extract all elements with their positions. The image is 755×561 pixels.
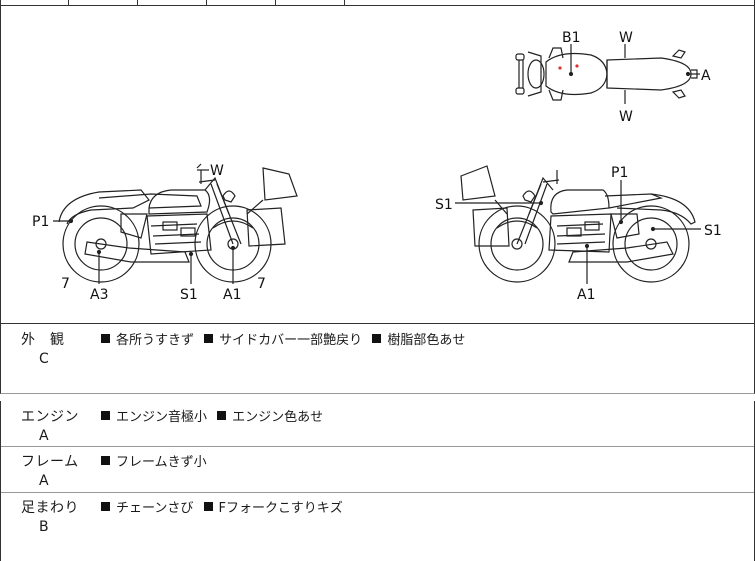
bullet-icon [372,334,382,343]
row-category: 外 観 [21,332,65,348]
row-grade: B [39,519,49,535]
label-s1-right-view: S1 [435,197,453,213]
row-category: フレーム [21,454,79,470]
bullet-icon [203,502,213,511]
row-notes: フレームきず小 [101,451,207,470]
label-w-bottom: W [619,109,633,125]
right-view-leaders [455,180,701,284]
row-notes: チェーンさび Fフォークこすりキズ [101,497,343,516]
label-a3: A3 [90,287,108,303]
label-b1: B1 [562,30,581,46]
note-item: フレームきず小 [116,455,207,470]
inspection-rows: 外 観 C 各所うすきず サイドカバー一部艶戻り 樹脂部色あせ エンジン A エ… [0,324,755,561]
label-a: A [701,68,711,84]
note-item: サイドカバー一部艶戻り [219,333,363,348]
row-notes: 各所うすきず サイドカバー一部艶戻り 樹脂部色あせ [101,329,465,348]
row-category: エンジン [21,409,79,425]
row-engine: エンジン A エンジン音極小 エンジン色あせ [0,401,755,447]
note-item: 各所うすきず [116,333,195,348]
cell-divider [344,0,345,6]
condition-diagram-panel: B1 W W A W P1 7 A3 S1 A1 7 S1 P1 S1 A1 [0,6,755,324]
label-w-top: W [619,30,633,46]
cell-divider [0,0,1,6]
table-rule [0,5,755,6]
row-exterior: 外 観 C 各所うすきず サイドカバー一部艶戻り 樹脂部色あせ [0,324,755,394]
cell-divider [206,0,207,6]
left-view-leaders [53,169,236,284]
bullet-icon [217,411,227,420]
motorcycle-right-view [460,165,696,283]
note-item: チェーンさび [116,501,194,516]
note-item: Fフォークこすりキズ [218,501,343,516]
label-p1-left: P1 [32,214,49,230]
bullet-icon [204,334,214,343]
top-view-leaders [568,44,700,104]
label-a1-right: A1 [577,287,595,303]
cell-divider [275,0,276,6]
row-grade: C [39,351,49,367]
label-w-left: W [210,163,224,179]
note-item: エンジン色あせ [232,410,324,425]
motorcycle-top-view [515,47,698,101]
row-category: 足まわり [21,500,79,516]
label-7-right: 7 [257,276,266,292]
cell-divider [68,0,69,6]
cell-divider [137,0,138,6]
label-a1-left: A1 [223,287,241,303]
note-item: 樹脂部色あせ [387,333,466,348]
bullet-icon [101,411,110,420]
bullet-icon [101,456,110,465]
label-s1-left: S1 [180,287,198,303]
bullet-icon [101,502,110,511]
motorcycle-left-view [58,163,298,283]
row-frame: フレーム A フレームきず小 [0,446,755,493]
row-grade: A [39,473,49,489]
motorcycle-diagram: B1 W W A W P1 7 A3 S1 A1 7 S1 P1 S1 A1 [32,30,722,303]
row-suspension: 足まわり B チェーンさび Fフォークこすりキズ [0,492,755,561]
note-item: エンジン音極小 [116,410,208,425]
row-grade: A [39,428,49,444]
row-notes: エンジン音極小 エンジン色あせ [101,406,323,425]
label-s1-far-right: S1 [704,223,722,239]
label-p1-right: P1 [611,165,628,181]
bullet-icon [101,334,110,343]
label-7-left: 7 [61,276,70,292]
